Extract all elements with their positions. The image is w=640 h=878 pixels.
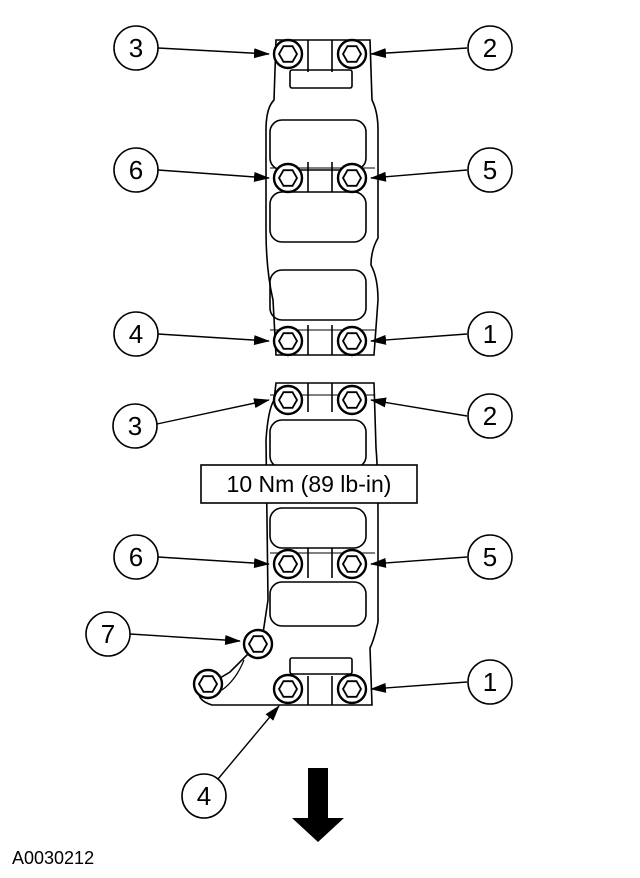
top-callout-3: 3 <box>113 25 159 71</box>
bottom-bolt-1 <box>336 673 368 705</box>
svg-text:6: 6 <box>129 155 143 185</box>
bottom-callouts: 3 2 6 5 7 1 4 <box>85 393 513 819</box>
bottom-callout-6: 6 <box>113 534 159 580</box>
top-callout-4: 4 <box>113 311 159 357</box>
bottom-bolt-6 <box>272 548 304 580</box>
top-bolt-5 <box>336 162 368 194</box>
top-bolts <box>272 38 368 357</box>
bottom-callout-4: 4 <box>181 773 227 819</box>
bottom-bolt-extra <box>192 668 224 700</box>
bottom-bolt-2 <box>336 384 368 416</box>
svg-text:2: 2 <box>483 401 497 431</box>
bottom-leader-lines <box>129 397 468 780</box>
bottom-frame <box>198 382 379 706</box>
figure-id: A0030212 <box>12 848 94 868</box>
svg-text:5: 5 <box>483 155 497 185</box>
arrow-down-icon <box>292 768 344 842</box>
top-callout-2: 2 <box>467 25 513 71</box>
bottom-bolt-5 <box>336 548 368 580</box>
bottom-bolt-7 <box>242 628 274 660</box>
bottom-callout-2: 2 <box>467 393 513 439</box>
svg-text:1: 1 <box>483 667 497 697</box>
top-bolt-2 <box>336 38 368 70</box>
top-callout-5: 5 <box>467 147 513 193</box>
top-bolt-6 <box>272 162 304 194</box>
bottom-callout-5: 5 <box>467 534 513 580</box>
top-bolt-1 <box>336 325 368 357</box>
svg-text:3: 3 <box>128 411 142 441</box>
top-leader-lines <box>157 47 468 346</box>
svg-text:4: 4 <box>129 319 143 349</box>
svg-text:7: 7 <box>101 619 115 649</box>
bottom-bolt-4 <box>272 673 304 705</box>
top-callout-6: 6 <box>113 147 159 193</box>
bottom-bolts <box>192 384 368 705</box>
svg-text:10 Nm (89 lb-in): 10 Nm (89 lb-in) <box>227 471 392 497</box>
bottom-callout-1: 1 <box>467 659 513 705</box>
svg-text:6: 6 <box>129 542 143 572</box>
svg-text:4: 4 <box>197 781 211 811</box>
bottom-callout-3: 3 <box>112 403 158 449</box>
svg-text:3: 3 <box>129 33 143 63</box>
top-callout-1: 1 <box>467 311 513 357</box>
top-frame <box>265 39 379 356</box>
svg-text:1: 1 <box>483 319 497 349</box>
svg-text:2: 2 <box>483 33 497 63</box>
top-bolt-3 <box>272 38 304 70</box>
bottom-bolt-3 <box>272 384 304 416</box>
bottom-assembly: 10 Nm (89 lb-in) 3 2 6 5 7 <box>85 382 513 819</box>
svg-text:5: 5 <box>483 542 497 572</box>
top-assembly: 3 2 6 5 4 1 <box>113 25 513 357</box>
bottom-callout-7: 7 <box>85 611 131 657</box>
top-callouts: 3 2 6 5 4 1 <box>113 25 513 357</box>
torque-spec-label: 10 Nm (89 lb-in) <box>200 464 418 504</box>
top-bolt-4 <box>272 325 304 357</box>
